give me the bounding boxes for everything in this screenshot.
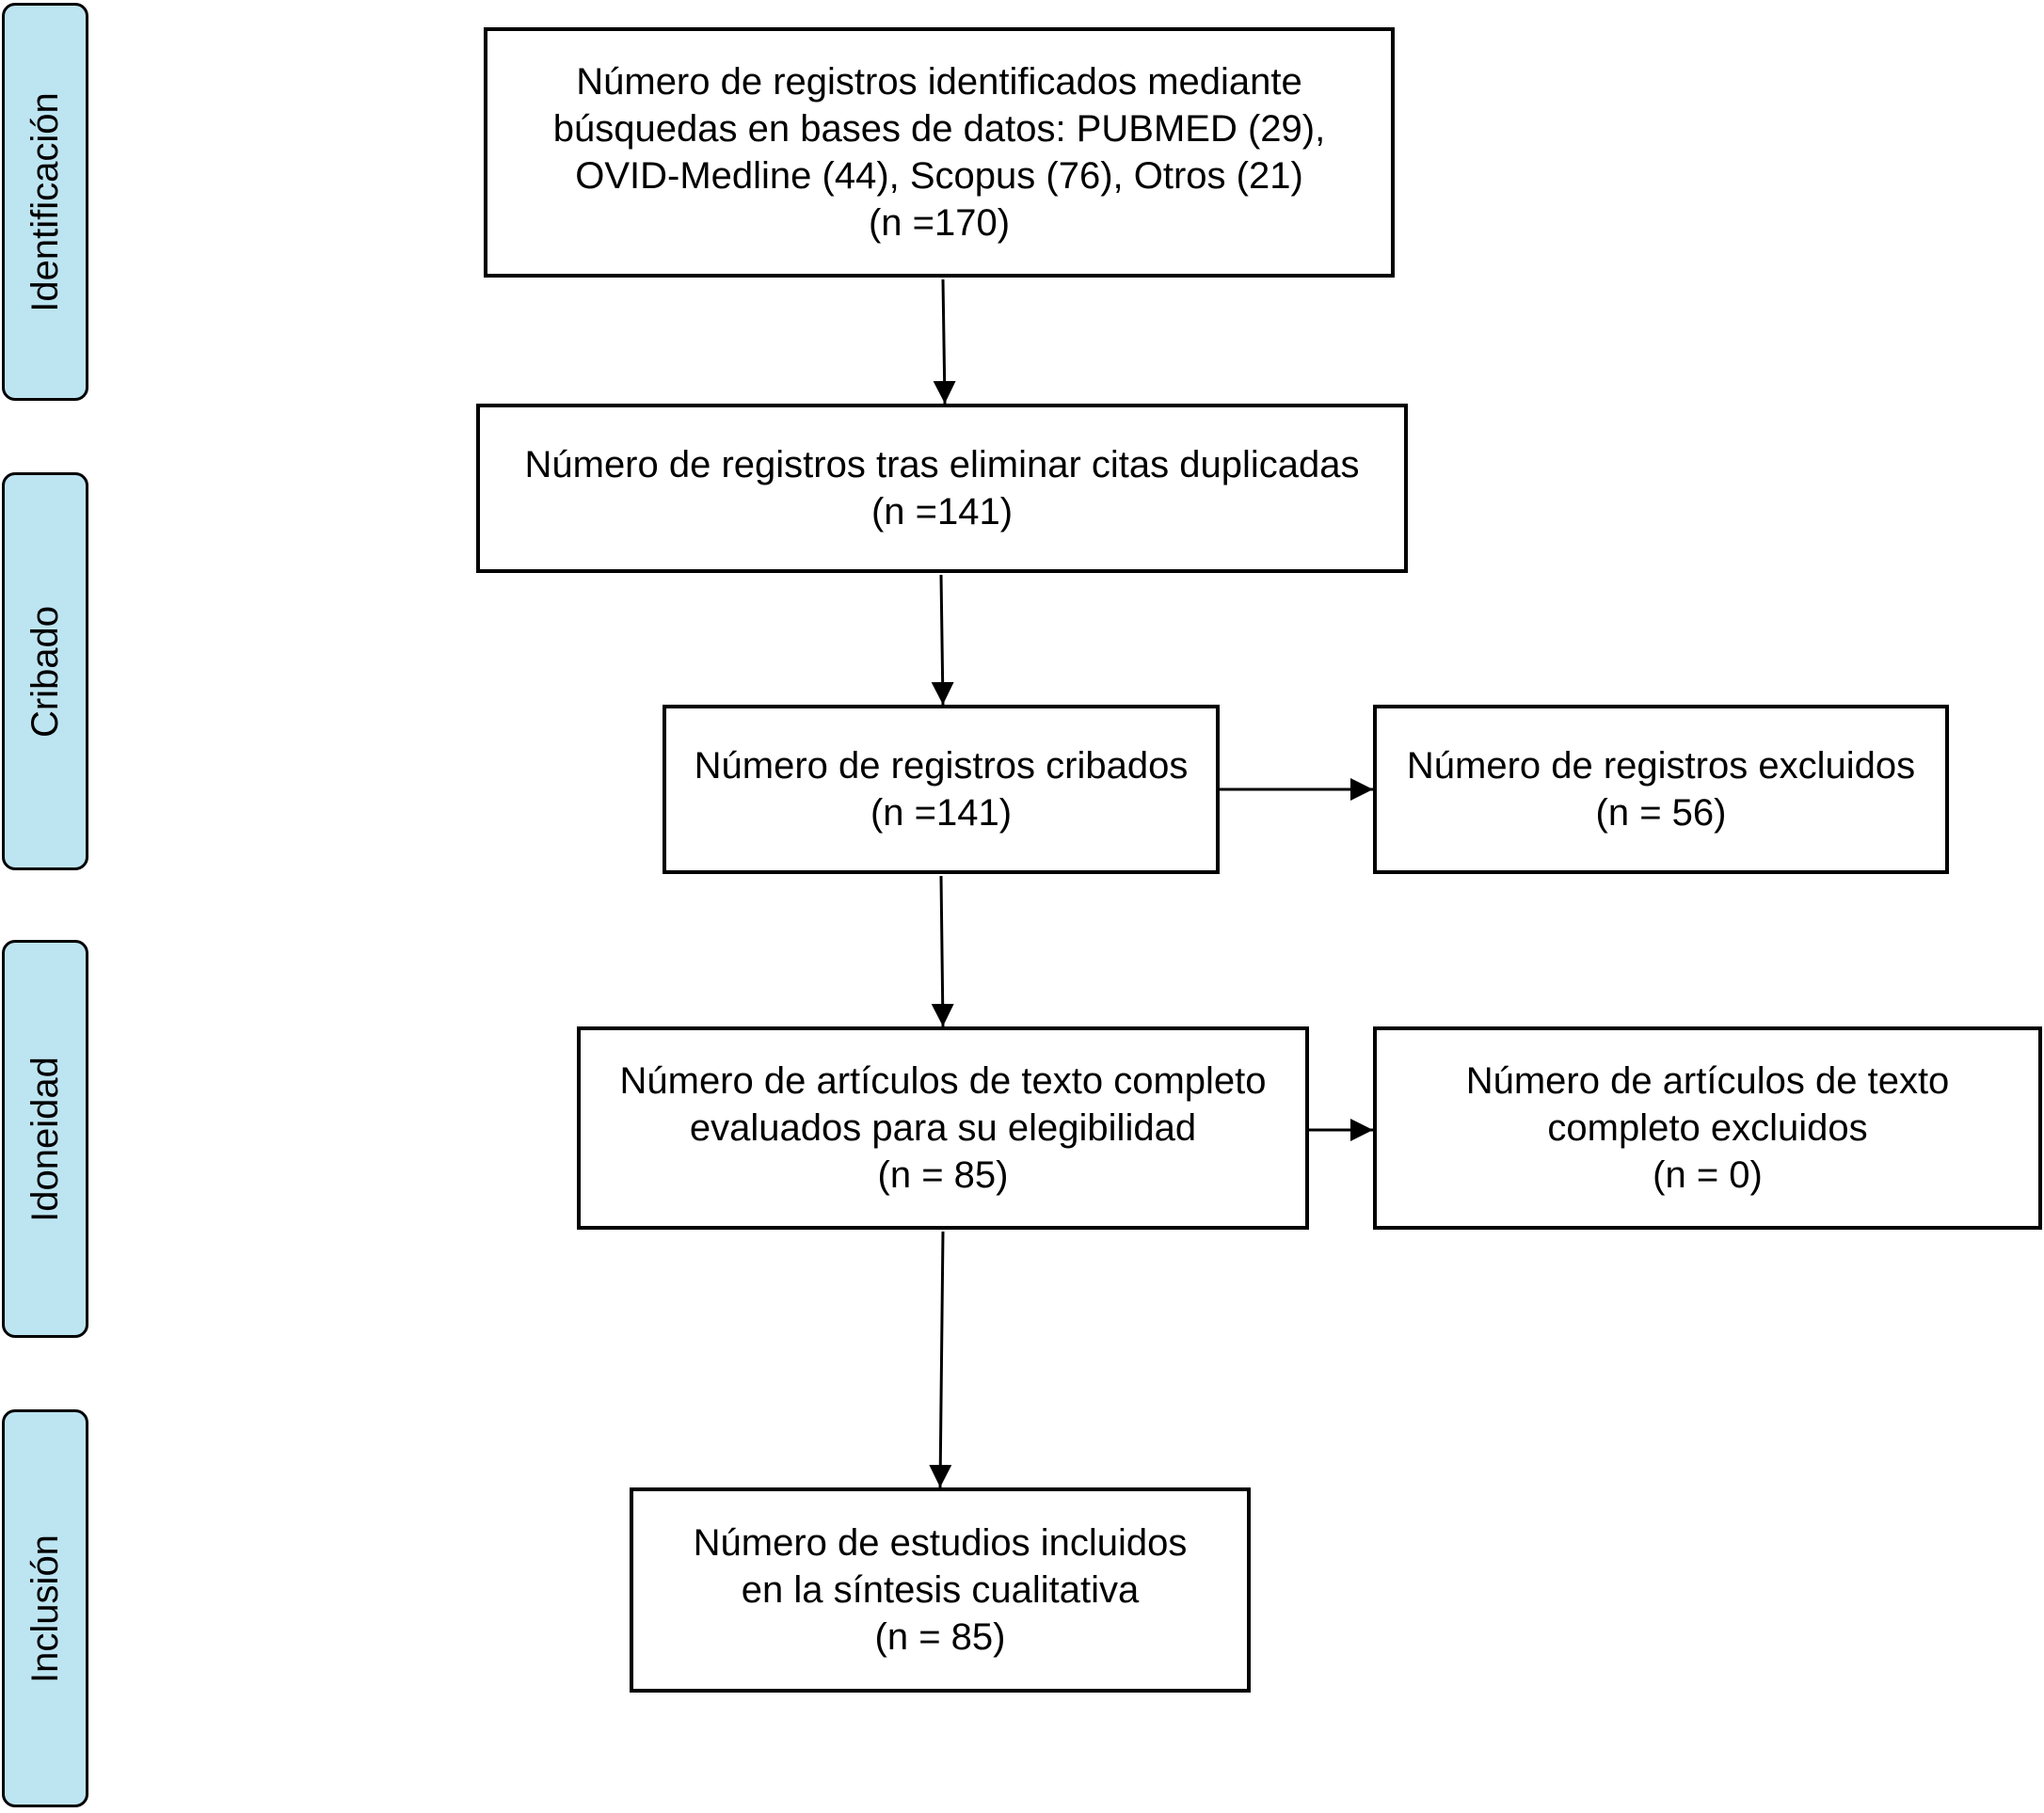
included-line-1: Número de estudios incluidos bbox=[693, 1522, 1188, 1564]
screened-count: (n =141) bbox=[870, 792, 1013, 834]
phase-cribado: Cribado bbox=[2, 472, 88, 870]
deduplicated-line-1: Número de registros tras eliminar citas … bbox=[524, 444, 1360, 485]
phase-identificacion: Identificación bbox=[2, 3, 88, 401]
phase-idoneidad: Idoneidad bbox=[2, 940, 88, 1338]
fulltext-assessed-count: (n = 85) bbox=[877, 1154, 1009, 1196]
arrow-fulltext-to-included bbox=[929, 1231, 952, 1488]
fulltext-excluded-count: (n = 0) bbox=[1653, 1154, 1763, 1196]
screened-line-1: Número de registros cribados bbox=[694, 745, 1189, 787]
deduplicated-records-box: Número de registros tras eliminar citas … bbox=[476, 404, 1408, 573]
identified-count: (n =170) bbox=[868, 202, 1011, 244]
fulltext-assessed-line-2: evaluados para su elegibilidad bbox=[689, 1107, 1197, 1149]
arrow-screened-to-fulltext bbox=[931, 875, 954, 1027]
excluded-records-count: (n = 56) bbox=[1595, 792, 1727, 834]
fulltext-excluded-line-1: Número de artículos de texto bbox=[1465, 1060, 1950, 1102]
included-line-2: en la síntesis cualitativa bbox=[741, 1569, 1140, 1611]
fulltext-assessed-line-1: Número de artículos de texto completo bbox=[619, 1060, 1267, 1102]
deduplicated-count: (n =141) bbox=[870, 491, 1014, 533]
fulltext-excluded-line-2: completo excluidos bbox=[1547, 1107, 1868, 1149]
excluded-records-line-1: Número de registros excluidos bbox=[1406, 745, 1916, 787]
arrow-deduplicated-to-screened bbox=[931, 574, 954, 706]
identified-line-2: búsquedas en bases de datos: PUBMED (29)… bbox=[552, 108, 1326, 150]
identified-line-3: OVID-Medline (44), Scopus (76), Otros (2… bbox=[575, 155, 1303, 197]
included-count: (n = 85) bbox=[874, 1616, 1006, 1658]
identified-line-1: Número de registros identificados median… bbox=[576, 61, 1302, 103]
included-studies-box: Número de estudios incluidos en la sínte… bbox=[630, 1487, 1251, 1693]
arrow-identified-to-deduplicated bbox=[933, 278, 956, 405]
fulltext-assessed-box: Número de artículos de texto completo ev… bbox=[577, 1026, 1309, 1230]
identified-records-box: Número de registros identificados median… bbox=[484, 27, 1395, 278]
excluded-records-box: Número de registros excluidos (n = 56) bbox=[1373, 705, 1949, 874]
fulltext-excluded-box: Número de artículos de texto completo ex… bbox=[1373, 1026, 2042, 1230]
screened-records-box: Número de registros cribados (n =141) bbox=[663, 705, 1220, 874]
phase-inclusion: Inclusión bbox=[2, 1409, 88, 1807]
